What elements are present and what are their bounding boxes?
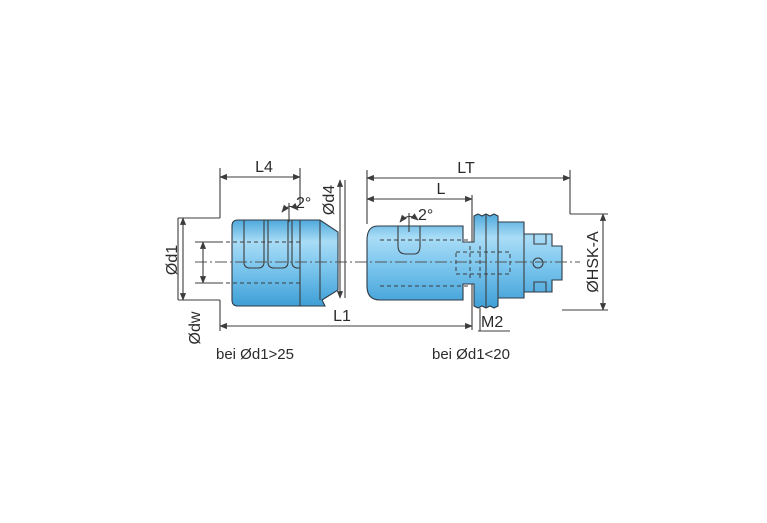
label-angle-left: 2° <box>296 195 311 212</box>
left-holder-view: Ød1 Ødw L4 Ød4 2° <box>164 159 355 344</box>
label-angle-right: 2° <box>418 207 433 224</box>
label-L4: L4 <box>255 159 273 176</box>
label-M2: M2 <box>481 314 503 331</box>
label-L: L <box>437 181 446 198</box>
caption-left: bei Ød1>25 <box>216 346 294 363</box>
label-LT: LT <box>457 160 475 177</box>
label-hsk: ØHSK-A <box>585 231 602 293</box>
right-holder-view: LT L ØHSK-A M2 2° <box>355 160 608 332</box>
label-L1: L1 <box>333 308 351 325</box>
caption-right: bei Ød1<20 <box>432 346 510 363</box>
right-holder-body <box>366 213 563 309</box>
label-dw: Ødw <box>187 311 204 344</box>
left-holder-body <box>231 219 339 307</box>
label-d4: Ød4 <box>321 185 338 215</box>
label-d1: Ød1 <box>164 245 181 275</box>
dimension-L1: L1 <box>219 300 473 331</box>
